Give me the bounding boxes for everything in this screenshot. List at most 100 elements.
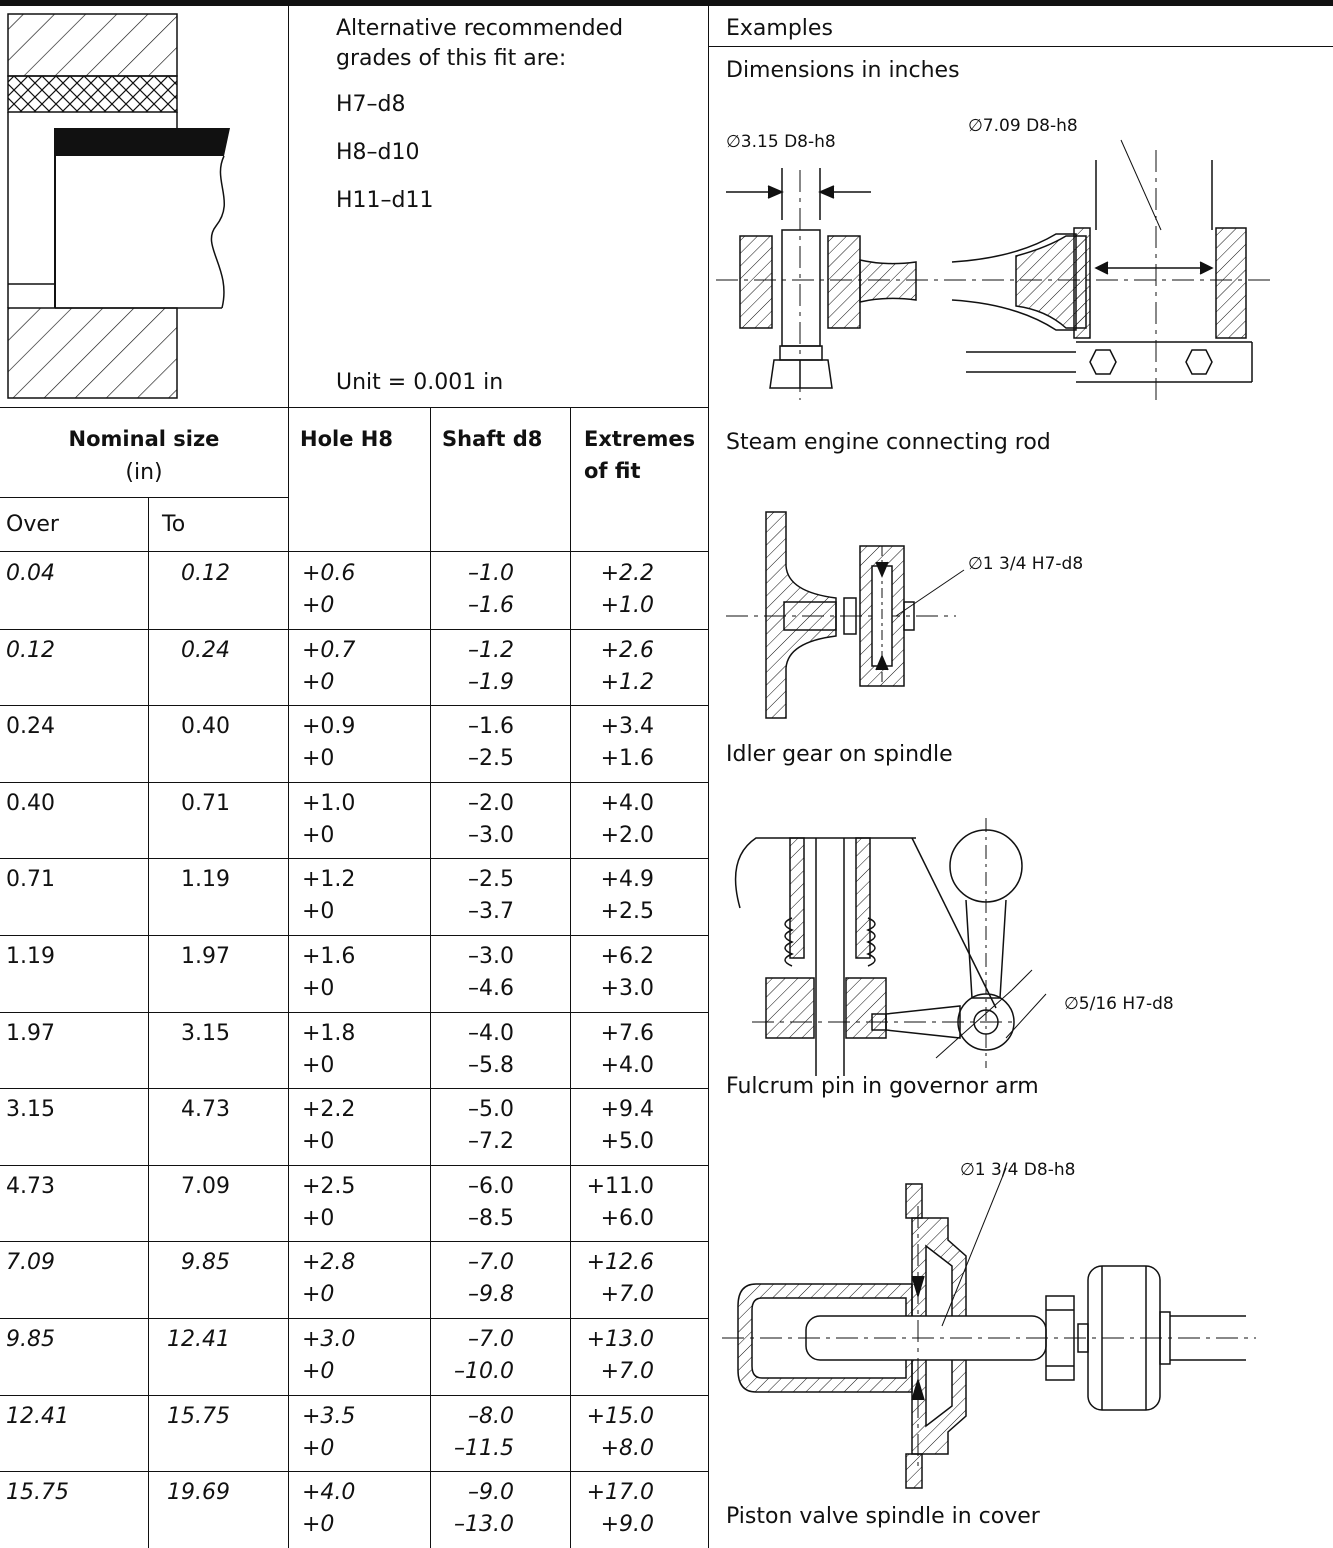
table-cell-hole-hi: +1.8 [302,1020,356,1046]
table-cell-fit-lo: +3.0 [600,976,654,1001]
table-cell-hole-lo: +0 [302,976,335,1001]
table-cell-fit-lo: +8.0 [600,1435,654,1461]
table-cell-fit-hi: +2.2 [600,561,654,586]
dim-label-ex4: ∅1 3/4 D8-h8 [960,1160,1076,1180]
dim-label-ex1-b: ∅7.09 D8-h8 [968,116,1078,136]
table-cell-shaft-lo: –8.5 [468,1205,514,1231]
column-divider [708,6,709,1548]
table-cell-shaft-hi: –2.0 [468,790,514,816]
table-cell-to: 0.71 [181,790,230,816]
table-cell-hole-hi: +0.9 [302,714,356,740]
table-cell-hole-lo: +0 [302,899,335,925]
connecting-rod-drawing [716,139,1276,400]
header-over: Over [6,512,59,537]
table-cell-fit-lo: +7.0 [600,1359,654,1384]
caption-ex1: Steam engine connecting rod [726,430,1051,455]
table-cell-hole-lo: +0 [302,746,335,772]
table-cell-over: 15.75 [6,1480,69,1506]
table-cell-fit-hi: +15.0 [586,1403,654,1429]
table-cell-fit-hi: +13.0 [586,1327,654,1352]
table-cell-to: 12.41 [167,1327,230,1352]
caption-ex2: Idler gear on spindle [726,742,953,767]
table-cell-hole-lo: +0 [302,669,335,695]
table-cell-fit-hi: +4.9 [600,867,654,893]
table-cell-fit-lo: +1.2 [600,669,654,695]
table-cell-to: 1.97 [181,944,230,969]
table-cell-over: 1.97 [6,1020,55,1046]
table-cell-shaft-lo: –13.0 [454,1512,514,1538]
table-cell-shaft-lo: –4.6 [468,976,514,1001]
table-cell-shaft-hi: –8.0 [468,1403,514,1429]
examples-heading-rule [708,46,1333,47]
table-cell-to: 4.73 [181,1097,230,1123]
table-cell-fit-lo: +2.0 [600,822,654,848]
table-row-rule [0,1164,708,1166]
table-cell-over: 0.71 [6,867,55,893]
table-row-rule [0,1471,708,1473]
table-cell-fit-hi: +11.0 [586,1173,654,1199]
table-cell-fit-hi: +2.6 [600,637,654,663]
table-col-line [430,408,431,1548]
piston-valve-drawing [722,1167,1256,1489]
table-cell-shaft-lo: –3.7 [468,899,514,925]
table-cell-hole-hi: +2.2 [302,1097,356,1123]
table-cell-fit-lo: +9.0 [600,1512,654,1538]
table-cell-shaft-lo: –2.5 [468,746,514,772]
header-extremes: Extremes [584,427,696,451]
table-cell-hole-lo: +0 [302,1359,335,1384]
table-cell-hole-hi: +2.8 [302,1250,356,1276]
table-cell-hole-lo: +0 [302,1052,335,1078]
table-cell-fit-hi: +7.6 [600,1020,654,1046]
header-extremes-2: of fit [584,459,641,483]
alt-grades-heading-1: Alternative recommended [336,16,624,41]
table-row-rule [0,628,708,630]
table-cell-to: 7.09 [181,1173,230,1199]
table-cell-over: 0.04 [6,561,55,586]
table-cell-hole-hi: +3.5 [302,1403,356,1429]
dim-label-ex1-a: ∅3.15 D8-h8 [726,132,836,152]
table-cell-shaft-hi: –2.5 [468,867,514,893]
table-cell-hole-hi: +4.0 [302,1480,356,1506]
dim-label-ex2: ∅1 3/4 H7-d8 [968,554,1084,574]
table-cell-hole-lo: +0 [302,1512,335,1538]
table-row-rule [0,1394,708,1396]
table-col-line [288,408,289,1548]
intro-bottom-rule [0,407,708,408]
table-cell-shaft-hi: –4.0 [468,1020,514,1046]
table-cell-over: 7.09 [6,1250,55,1276]
table-cell-fit-hi: +12.6 [586,1250,654,1276]
header-nominal-size: Nominal size [68,427,220,451]
table-cell-hole-lo: +0 [302,1282,335,1308]
table-cell-shaft-hi: –1.2 [468,637,514,663]
table-cell-shaft-hi: –7.0 [468,1250,514,1276]
table-cell-over: 4.73 [6,1173,55,1199]
table-col-line [570,408,571,1548]
table-cell-fit-lo: +1.6 [600,746,654,772]
table-cell-fit-hi: +17.0 [586,1480,654,1506]
table-cell-to: 19.69 [167,1480,230,1506]
table-cell-shaft-lo: –11.5 [454,1435,514,1461]
table-row-rule [0,1241,708,1243]
unit-note: Unit = 0.001 in [336,370,504,395]
alt-grades-heading-2: grades of this fit are: [336,46,567,71]
table-cell-shaft-hi: –6.0 [468,1173,514,1199]
table-cell-shaft-lo: –5.8 [468,1052,514,1078]
table-cell-shaft-hi: –1.0 [468,561,514,586]
table-cell-fit-hi: +3.4 [600,714,654,740]
fit-illustration [7,13,230,399]
table-cell-hole-hi: +1.0 [302,790,356,816]
table-cell-to: 3.15 [181,1020,230,1046]
table-row-rule [0,1011,708,1013]
table-cell-hole-lo: +0 [302,822,335,848]
table-cell-hole-lo: +0 [302,1205,335,1231]
table-cell-shaft-hi: –1.6 [468,714,514,740]
table-rule [0,497,288,498]
header-shaft: Shaft d8 [442,427,543,451]
header-hole: Hole H8 [300,427,393,451]
table-cell-hole-hi: +0.7 [302,637,356,663]
table-row-rule [0,1088,708,1090]
table-cell-over: 0.40 [6,790,55,816]
table-cell-hole-hi: +1.2 [302,867,356,893]
dimensions-note: Dimensions in inches [726,58,960,83]
table-cell-to: 9.85 [181,1250,230,1276]
